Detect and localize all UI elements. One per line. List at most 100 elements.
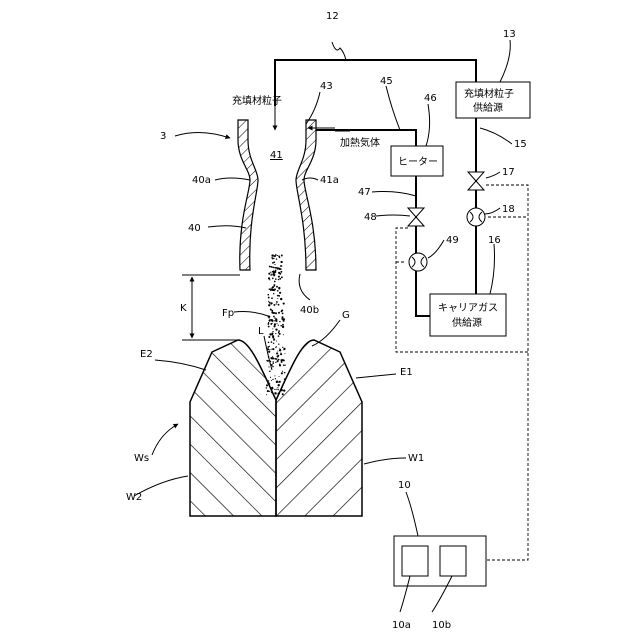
spray-particle — [280, 353, 282, 355]
spray-particle — [268, 273, 270, 275]
spray-particle — [274, 389, 275, 390]
spray-particle — [268, 366, 269, 367]
spray-particle — [283, 359, 285, 361]
spray-particle — [276, 301, 278, 303]
spray-particle — [272, 361, 273, 362]
label-filler-supply-line2: 供給源 — [473, 101, 503, 114]
spray-particle — [271, 341, 273, 343]
ref-13: 13 — [503, 29, 516, 40]
spray-particle — [271, 380, 272, 381]
spray-particle — [283, 303, 285, 305]
spray-particle — [269, 302, 271, 304]
spray-particle — [269, 346, 270, 347]
spray-particles — [266, 254, 286, 395]
spray-particle — [272, 379, 273, 380]
spray-particle — [281, 361, 283, 363]
spray-particle — [272, 335, 274, 337]
spray-particle — [277, 387, 278, 388]
spray-particle — [272, 254, 274, 256]
spray-particle — [280, 261, 282, 263]
spray-particle — [274, 320, 276, 322]
spray-particle — [276, 352, 278, 354]
spray-particle — [278, 330, 280, 332]
ref-G: G — [342, 310, 350, 321]
nozzle-right-wall — [296, 120, 316, 270]
spray-particle — [281, 276, 283, 278]
spray-particle — [279, 349, 281, 351]
spray-particle — [271, 297, 273, 299]
spray-particle — [275, 267, 276, 268]
spray-particle — [274, 255, 276, 257]
spray-particle — [275, 278, 277, 280]
spray-particle — [274, 281, 276, 283]
ref-45: 45 — [380, 76, 393, 87]
spray-particle — [275, 362, 276, 363]
spray-particle — [273, 325, 275, 327]
spray-particle — [278, 344, 279, 345]
ref-40a: 40a — [192, 175, 211, 186]
spray-particle — [269, 319, 271, 321]
spray-particle — [275, 270, 277, 272]
spray-particle — [272, 289, 274, 291]
spray-particle — [273, 316, 275, 318]
valve-48 — [408, 208, 424, 226]
spray-particle — [278, 288, 280, 290]
spray-particle — [276, 346, 277, 347]
spray-particle — [268, 277, 270, 279]
pipe-47 — [416, 174, 430, 316]
ref-10: 10 — [398, 480, 411, 491]
spray-particle — [280, 298, 282, 300]
spray-particle — [279, 292, 281, 294]
spray-particle — [279, 278, 281, 280]
spray-particle — [270, 289, 272, 291]
spray-particle — [266, 360, 267, 361]
spray-particle — [276, 358, 278, 360]
spray-particle — [277, 255, 278, 256]
ref-L: L — [258, 326, 264, 337]
ref-40b: 40b — [300, 305, 319, 316]
spray-particle — [270, 272, 271, 273]
spray-particle — [276, 380, 278, 382]
spray-particle — [283, 320, 285, 322]
spray-particle — [274, 317, 275, 318]
spray-particle — [272, 348, 274, 350]
label-heater: ヒーター — [398, 156, 438, 168]
ref-18: 18 — [502, 204, 515, 215]
spray-particle — [275, 312, 277, 314]
spray-particle — [279, 257, 280, 258]
spray-particle — [268, 322, 269, 323]
ref-10a: 10a — [392, 620, 411, 631]
spray-particle — [268, 360, 269, 361]
nozzle-left-wall — [238, 120, 258, 270]
spray-particle — [274, 392, 276, 394]
spray-particle — [269, 370, 270, 371]
spray-particle — [277, 298, 278, 299]
label-filler-supply-line1: 充填材粒子 — [464, 87, 514, 100]
ref-15: 15 — [514, 139, 527, 150]
flow-meter-18 — [467, 208, 485, 226]
spray-particle — [270, 274, 271, 275]
valve-17 — [468, 172, 484, 190]
spray-particle — [275, 378, 276, 379]
workpiece-w1 — [276, 340, 362, 516]
spray-particle — [272, 362, 274, 364]
ref-K: K — [180, 303, 187, 314]
spray-particle — [269, 333, 271, 335]
spray-particle — [274, 286, 275, 287]
spray-particle — [278, 384, 280, 386]
label-filler-particles: 充填材粒子 — [232, 94, 282, 107]
label-carrier-line2: 供給源 — [452, 316, 482, 329]
spray-particle — [273, 258, 275, 260]
ref-17: 17 — [502, 167, 515, 178]
spray-particle — [277, 355, 279, 357]
spray-particle — [276, 258, 277, 259]
spray-particle — [274, 264, 275, 265]
spray-particle — [268, 351, 270, 353]
spray-particle — [272, 356, 273, 357]
spray-particle — [280, 325, 282, 327]
label-heated-gas: 加熱気体 — [340, 136, 380, 149]
spray-particle — [281, 255, 283, 257]
spray-particle — [277, 389, 278, 390]
ref-48: 48 — [364, 212, 377, 223]
